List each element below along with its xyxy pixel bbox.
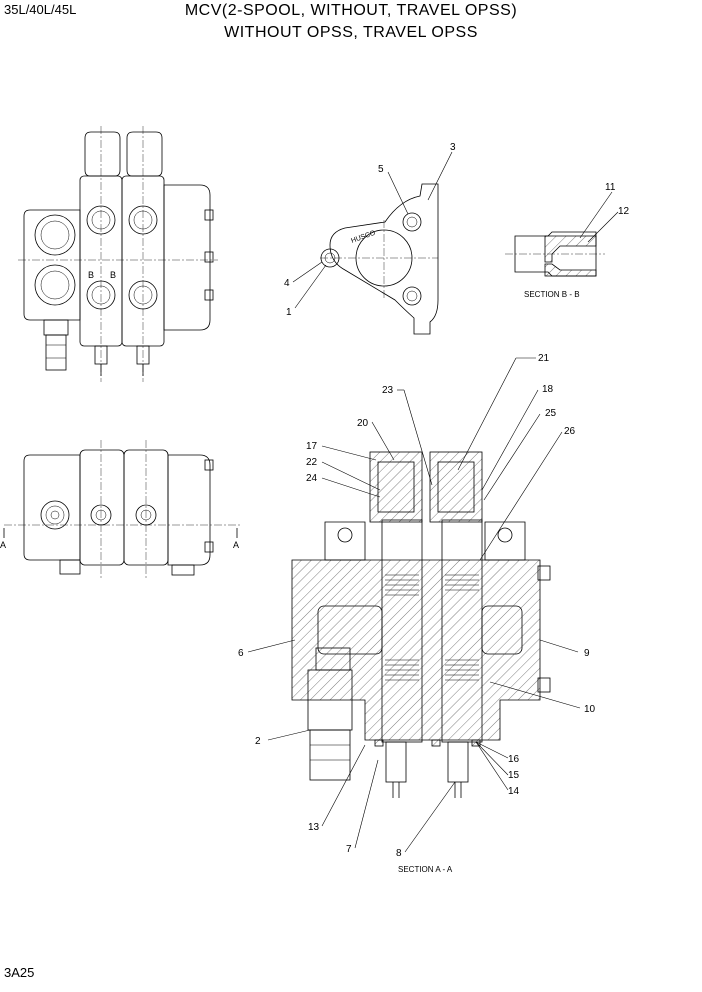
callout-24: 24 xyxy=(306,473,318,484)
brand-mark: HUSCO xyxy=(350,229,377,244)
callout-18: 18 xyxy=(542,384,554,395)
callout-4: 4 xyxy=(284,278,290,289)
leader-lines xyxy=(247,151,619,853)
page-code: 3A25 xyxy=(4,965,35,980)
section-aa-label: SECTION A - A xyxy=(398,865,453,874)
callout-10: 10 xyxy=(584,704,596,715)
callout-1: 1 xyxy=(286,307,292,318)
diagram-title-line1: MCV(2-SPOOL, WITHOUT, TRAVEL OPSS) xyxy=(184,2,518,19)
valve-front-view: B B xyxy=(18,126,218,382)
section-mark-a: A xyxy=(233,540,239,550)
callout-3: 3 xyxy=(450,142,456,153)
callout-9: 9 xyxy=(584,648,590,659)
model-label: 35L/40L/45L xyxy=(4,2,77,17)
callout-22: 22 xyxy=(306,457,318,468)
callout-16: 16 xyxy=(508,754,520,765)
callout-23: 23 xyxy=(382,385,394,396)
callout-6: 6 xyxy=(238,648,244,659)
diagram-title-line2: WITHOUT OPSS, TRAVEL OPSS xyxy=(224,24,478,41)
section-mark-a: A xyxy=(0,540,6,550)
valve-bottom-view: A A xyxy=(0,440,242,580)
callout-17: 17 xyxy=(306,441,318,452)
mounting-bracket: HUSCO xyxy=(320,183,439,335)
callout-12: 12 xyxy=(618,206,630,217)
callout-25: 25 xyxy=(545,408,557,419)
callout-5: 5 xyxy=(378,164,384,175)
section-aa-main: SECTION A - A xyxy=(291,451,551,874)
section-mark-b: B xyxy=(88,270,94,280)
callout-13: 13 xyxy=(308,822,320,833)
callout-8: 8 xyxy=(396,848,402,859)
callout-15: 15 xyxy=(508,770,520,781)
callout-7: 7 xyxy=(346,844,352,855)
callout-26: 26 xyxy=(564,426,576,437)
callout-21: 21 xyxy=(538,353,550,364)
section-mark-b: B xyxy=(110,270,116,280)
section-bb-label: SECTION B - B xyxy=(524,290,580,299)
callout-11: 11 xyxy=(605,182,616,193)
section-bb-detail: SECTION B - B xyxy=(505,231,605,299)
callout-2: 2 xyxy=(255,736,261,747)
callout-labels: 1 2 3 4 5 6 7 8 9 10 11 12 13 14 15 16 1… xyxy=(238,142,630,859)
callout-14: 14 xyxy=(508,786,520,797)
callout-20: 20 xyxy=(357,418,369,429)
